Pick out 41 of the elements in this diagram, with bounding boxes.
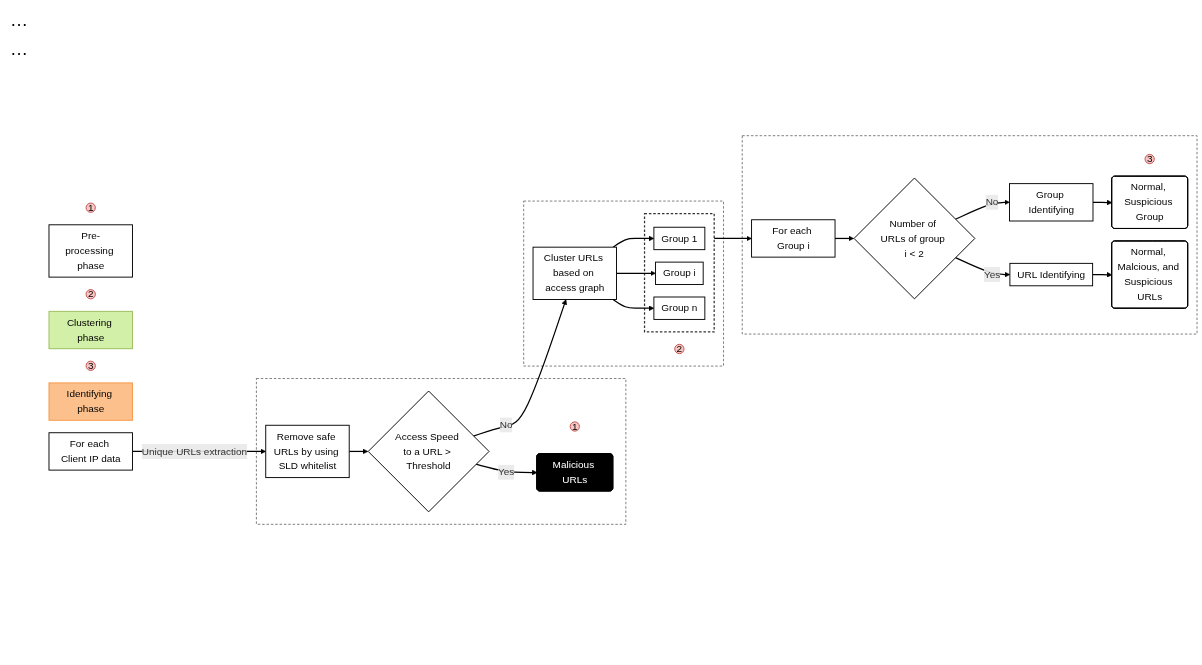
- ellipsis-label: …: [10, 10, 29, 31]
- arrow: [1092, 199, 1113, 206]
- node-diamond: Number of URLs of group i < 2: [853, 177, 976, 300]
- arrow: [834, 235, 854, 242]
- arrow: [713, 235, 752, 242]
- node-circle: 1: [569, 421, 580, 432]
- arrow: [612, 298, 655, 311]
- ellipsis-label: …: [10, 39, 29, 60]
- node-box: For each Client IP data: [48, 432, 133, 471]
- node-box: Group i: [655, 261, 704, 285]
- node-box: Pre-processing phase: [48, 224, 133, 278]
- node-circle: 2: [85, 289, 96, 300]
- arrow: [348, 448, 369, 455]
- node-diamond: Access Speed to a URL > Threshold: [367, 390, 490, 513]
- arrow: [612, 235, 655, 248]
- arrow: [1092, 272, 1113, 278]
- cluster: [643, 212, 715, 333]
- edge-label: Yes: [498, 466, 515, 478]
- arrow: [615, 270, 656, 277]
- node-box: Identifying phase: [48, 382, 133, 421]
- cluster: [523, 200, 724, 367]
- edge-label: Unique URLs extraction: [141, 445, 248, 457]
- node-box: Group n: [653, 296, 706, 320]
- edge-label: No: [499, 419, 513, 430]
- cluster: [741, 135, 1198, 335]
- cluster: [256, 378, 627, 525]
- node-circle: 3: [1144, 153, 1155, 165]
- node-circle: 1: [85, 202, 96, 213]
- node-box: Cluster URLs based on access graph: [532, 246, 617, 300]
- edge-label: No: [985, 196, 999, 208]
- node-box: Clustering phase: [48, 310, 133, 350]
- node-circle: 2: [674, 343, 685, 355]
- node-circle: 3: [85, 360, 96, 371]
- arrow: [954, 199, 1010, 220]
- node-box: For each Group i: [751, 219, 836, 258]
- node-box: Remove safe URLs by using SLD whitelist: [265, 424, 350, 479]
- node-box: Group Identifying: [1009, 183, 1094, 222]
- arrow: [472, 299, 567, 437]
- edge-label: Yes: [983, 268, 1001, 280]
- node-box: Group 1: [653, 226, 706, 251]
- node-box: URL Identifying: [1009, 262, 1094, 287]
